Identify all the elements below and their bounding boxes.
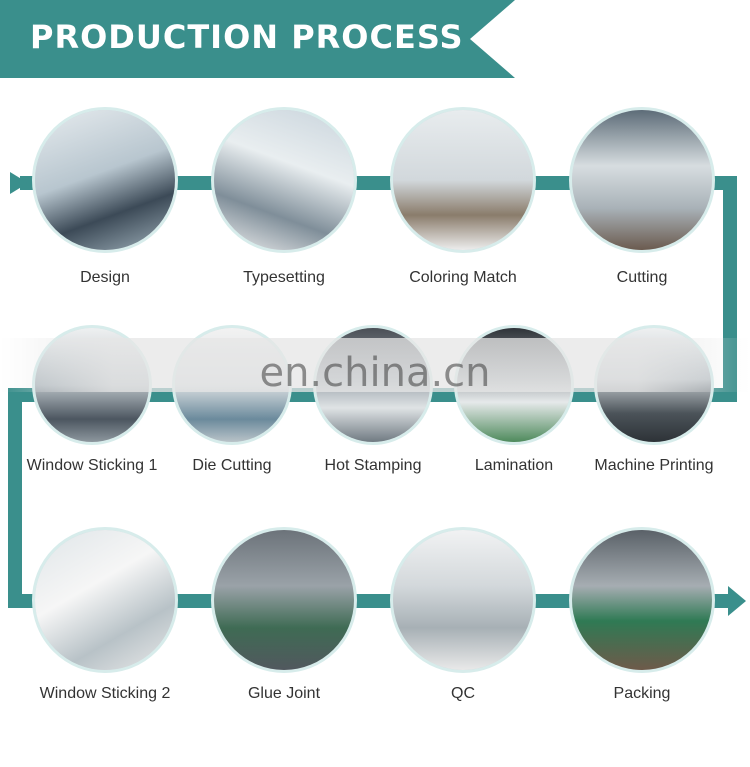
step-label: Coloring Match	[378, 269, 548, 287]
step-label: Glue Joint	[199, 685, 369, 703]
step-photo-assembly-line-photo	[211, 527, 357, 673]
step-label: QC	[378, 685, 548, 703]
step-photo-cutting-machine-photo	[569, 107, 715, 253]
step-photo-packing-line-photo	[569, 527, 715, 673]
step-photo-proof-sheets-photo	[390, 107, 536, 253]
step-label: Design	[20, 269, 190, 287]
end-arrow-icon	[728, 586, 746, 616]
step-photo-designer-at-desk-photo	[211, 107, 357, 253]
step-label: Window Sticking 2	[20, 685, 190, 703]
start-arrow-icon	[10, 172, 28, 194]
step-photo-office-workers-photo	[32, 107, 178, 253]
step-photo-warehouse-photo	[390, 527, 536, 673]
step-label: Machine Printing	[569, 457, 739, 475]
step-label: Cutting	[557, 269, 727, 287]
step-label: Typesetting	[199, 269, 369, 287]
step-photo-boxes-stack-photo	[32, 527, 178, 673]
watermark-text: en.china.cn	[0, 350, 750, 396]
step-label: Packing	[557, 685, 727, 703]
